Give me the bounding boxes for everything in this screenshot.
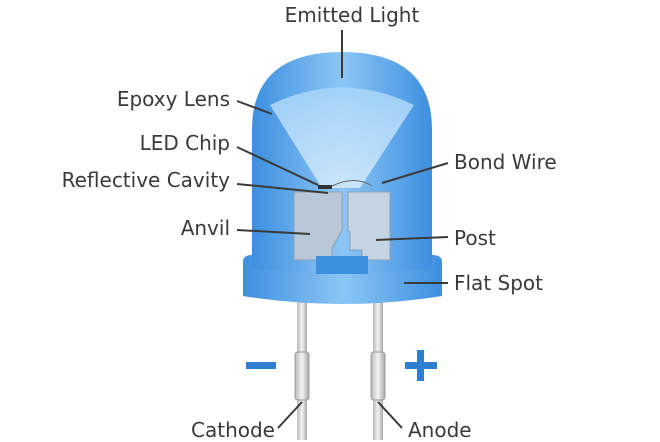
led-chip [318,185,332,189]
post [347,191,391,261]
label-emitted-light: Emitted Light [284,3,420,27]
label-bond-wire: Bond Wire [454,150,557,174]
label-flat-spot: Flat Spot [454,271,543,295]
negative-icon [246,362,276,369]
anvil [293,191,343,261]
label-epoxy-lens: Epoxy Lens [116,87,230,111]
label-anvil: Anvil [180,216,230,240]
label-reflective-cavity: Reflective Cavity [61,168,230,192]
label-led-chip: LED Chip [139,131,230,155]
label-cathode: Cathode [191,418,275,442]
bond-wire [331,180,373,187]
label-anode: Anode [408,418,472,442]
label-post: Post [454,226,496,250]
leader-lines [236,30,449,429]
positive-icon [405,350,437,381]
reflective-cone [270,87,414,188]
